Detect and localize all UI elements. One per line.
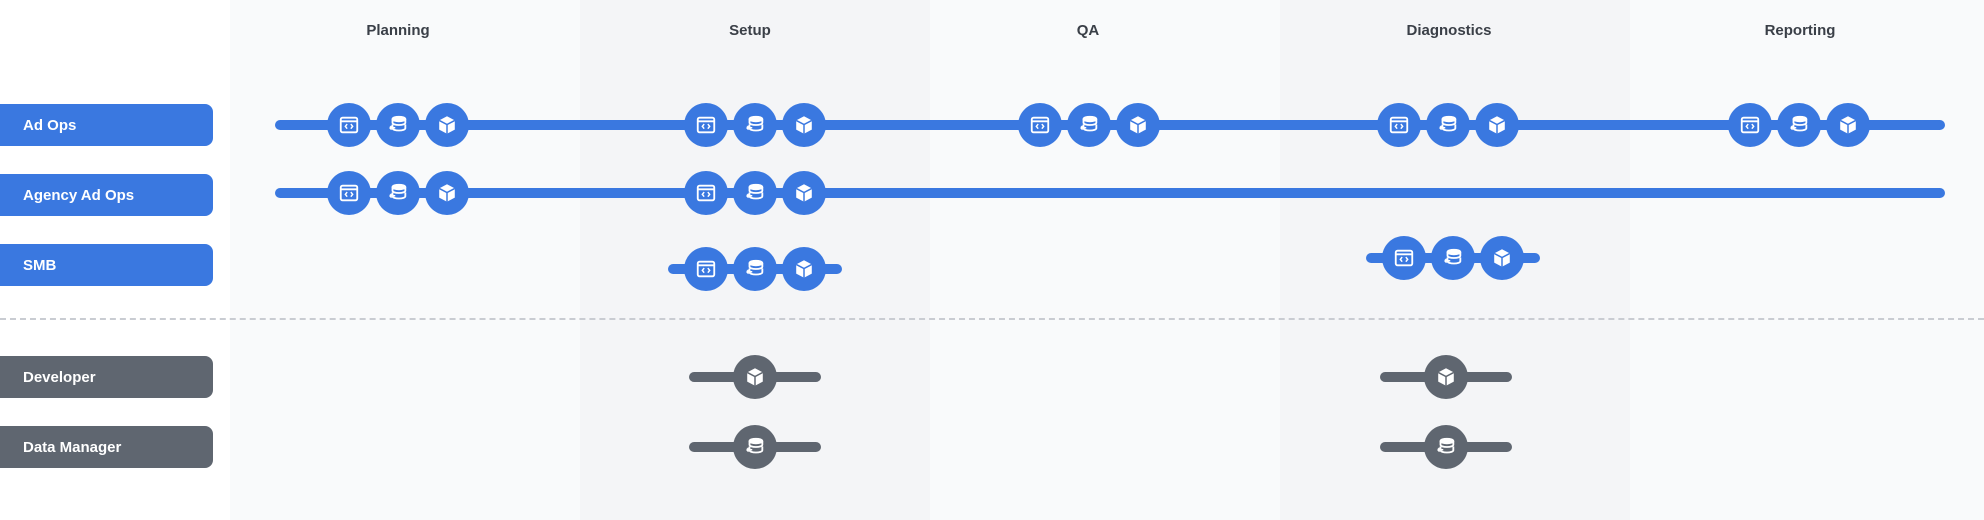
stage-header-setup: Setup (729, 22, 771, 39)
database-sync-icon[interactable] (1431, 236, 1475, 280)
role-track-line (275, 188, 1945, 198)
role-label-smb[interactable]: SMB (0, 244, 213, 286)
stage-header-planning: Planning (366, 22, 430, 39)
stage-header-qa: QA (1076, 22, 1100, 39)
group-divider (0, 318, 1984, 320)
code-window-icon[interactable] (1728, 103, 1772, 147)
database-sync-icon[interactable] (733, 103, 777, 147)
database-sync-icon[interactable] (733, 425, 777, 469)
role-label-ad-ops[interactable]: Ad Ops (0, 104, 213, 146)
database-sync-icon[interactable] (733, 171, 777, 215)
stage-column-reporting (1630, 0, 1984, 520)
database-sync-icon[interactable] (1424, 425, 1468, 469)
code-window-icon[interactable] (1018, 103, 1062, 147)
code-window-icon[interactable] (684, 103, 728, 147)
package-icon[interactable] (1116, 103, 1160, 147)
package-icon[interactable] (425, 171, 469, 215)
code-window-icon[interactable] (327, 103, 371, 147)
database-sync-icon[interactable] (1067, 103, 1111, 147)
code-window-icon[interactable] (1377, 103, 1421, 147)
package-icon[interactable] (425, 103, 469, 147)
database-sync-icon[interactable] (376, 103, 420, 147)
role-label-developer[interactable]: Developer (0, 356, 213, 398)
stage-header-reporting: Reporting (1764, 22, 1836, 39)
database-sync-icon[interactable] (1426, 103, 1470, 147)
database-sync-icon[interactable] (733, 247, 777, 291)
code-window-icon[interactable] (327, 171, 371, 215)
stage-column-qa (930, 0, 1280, 520)
role-label-data-manager[interactable]: Data Manager (0, 426, 213, 468)
code-window-icon[interactable] (1382, 236, 1426, 280)
database-sync-icon[interactable] (376, 171, 420, 215)
stage-column-planning (230, 0, 580, 520)
package-icon[interactable] (733, 355, 777, 399)
package-icon[interactable] (1826, 103, 1870, 147)
package-icon[interactable] (782, 247, 826, 291)
code-window-icon[interactable] (684, 171, 728, 215)
database-sync-icon[interactable] (1777, 103, 1821, 147)
package-icon[interactable] (782, 171, 826, 215)
code-window-icon[interactable] (684, 247, 728, 291)
package-icon[interactable] (782, 103, 826, 147)
role-label-agency-ad-ops[interactable]: Agency Ad Ops (0, 174, 213, 216)
package-icon[interactable] (1475, 103, 1519, 147)
stage-header-diagnostics: Diagnostics (1406, 22, 1492, 39)
package-icon[interactable] (1480, 236, 1524, 280)
package-icon[interactable] (1424, 355, 1468, 399)
